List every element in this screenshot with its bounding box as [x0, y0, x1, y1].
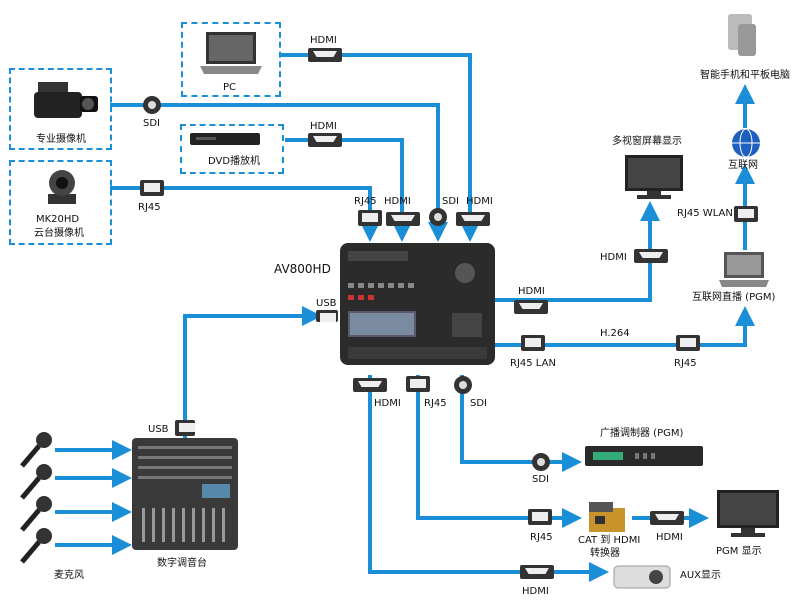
port-hdmi-multiview: HDMI	[518, 286, 545, 297]
internet-label: 互联网	[728, 160, 758, 171]
rj45-connector-wlan	[734, 206, 758, 222]
microphone-icon	[18, 494, 54, 534]
usb-connector	[316, 310, 338, 322]
rj45-connector-stream	[676, 335, 700, 351]
monitor-icon	[623, 155, 685, 201]
hdmi-connector-dvd	[308, 133, 342, 147]
rj45-connector-converter	[528, 509, 552, 525]
microphone-icon	[18, 430, 54, 470]
port-sdi-modulator: SDI	[532, 474, 549, 485]
rj45-connector-in	[358, 210, 382, 226]
port-hdmi-out-aux: HDMI	[374, 398, 401, 409]
port-sdi-out: SDI	[470, 398, 487, 409]
multiview-label: 多视窗屏幕显示	[612, 136, 682, 147]
microphone-icon	[18, 526, 54, 566]
port-rj45-converter: RJ45	[530, 532, 553, 543]
sdi-connector-modulator	[532, 453, 550, 471]
globe-icon	[731, 128, 761, 158]
port-rj45-in: RJ45	[354, 196, 377, 207]
laptop-icon	[718, 252, 770, 288]
microphone-icon	[18, 462, 54, 502]
port-rj45-out: RJ45	[424, 398, 447, 409]
usb-connector-mixer	[175, 420, 195, 436]
hdmi-connector-pc	[308, 48, 342, 62]
port-hdmi-aux: HDMI	[522, 586, 549, 597]
port-hdmi-multiview-2: HDMI	[600, 252, 627, 263]
pc-frame	[181, 22, 281, 97]
hdmi-connector-aux	[520, 565, 554, 579]
port-hdmi-in-1: HDMI	[384, 196, 411, 207]
port-sdi-in: SDI	[442, 196, 459, 207]
sdi-connector-out	[454, 376, 472, 394]
ptz-camera-icon	[44, 166, 80, 206]
port-h264: H.264	[600, 328, 630, 339]
port-hdmi-in-2: HDMI	[466, 196, 493, 207]
port-usb-mixer: USB	[148, 424, 169, 435]
laptop-icon	[198, 30, 264, 76]
rj45-connector-out	[406, 376, 430, 392]
live-stream-label: 互联网直播 (PGM)	[692, 292, 776, 303]
converter-label-2: 转换器	[590, 548, 620, 559]
projector-icon	[610, 556, 674, 592]
digital-mixer-label: 数字调音台	[157, 558, 207, 569]
dvd-player-icon	[190, 130, 260, 148]
pro-camera-frame	[9, 68, 112, 150]
ptz-camera-frame	[9, 160, 112, 245]
sdi-connector-camcorder	[143, 96, 161, 114]
rj45-connector-lan	[521, 335, 545, 351]
hdmi-connector-out-1	[353, 378, 387, 392]
port-usb: USB	[316, 298, 337, 309]
microphones-label: 麦克风	[54, 570, 84, 581]
pro-camera-label: 专业摄像机	[36, 134, 86, 145]
port-hdmi-pgm: HDMI	[656, 532, 683, 543]
switcher-label: AV800HD	[274, 262, 331, 276]
port-sdi-camcorder: SDI	[143, 118, 160, 129]
port-rj45-wlan: RJ45 WLAN	[677, 208, 733, 219]
rj45-connector-ptz	[140, 180, 164, 196]
monitor-icon	[715, 490, 781, 540]
sdi-connector-in	[429, 208, 447, 226]
hdmi-connector-pgm	[650, 511, 684, 525]
port-rj45-lan: RJ45 LAN	[510, 358, 556, 369]
hdmi-connector-in-2	[456, 212, 490, 226]
pgm-display-label: PGM 显示	[716, 546, 762, 557]
smartphone-tablet-label: 智能手机和平板电脑	[700, 70, 790, 81]
hdmi-connector-multiview-2	[634, 249, 668, 263]
dvd-player-label: DVD播放机	[208, 156, 261, 167]
camcorder-icon	[22, 78, 100, 124]
port-hdmi-dvd: HDMI	[310, 121, 337, 132]
dvd-frame	[180, 124, 284, 174]
broadcast-modulator-label: 广播调制器 (PGM)	[600, 428, 684, 439]
converter-label-1: CAT 到 HDMI	[578, 535, 641, 546]
port-rj45-stream: RJ45	[674, 358, 697, 369]
hdmi-connector-in-1	[386, 212, 420, 226]
audio-mixer-icon	[132, 438, 238, 550]
switcher-icon	[340, 243, 495, 365]
port-rj45-ptz: RJ45	[138, 202, 161, 213]
ptz-model-label: MK20HD	[36, 214, 80, 225]
aux-display-label: AUX显示	[680, 570, 722, 581]
smartphone-tablet-icon	[726, 12, 762, 60]
ptz-camera-label: 云台摄像机	[34, 228, 84, 239]
cat-hdmi-converter-icon	[585, 500, 629, 534]
port-hdmi-pc: HDMI	[310, 35, 337, 46]
hdmi-connector-multiview	[514, 300, 548, 314]
broadcast-modulator-icon	[585, 444, 703, 468]
pc-label: PC	[223, 82, 237, 93]
